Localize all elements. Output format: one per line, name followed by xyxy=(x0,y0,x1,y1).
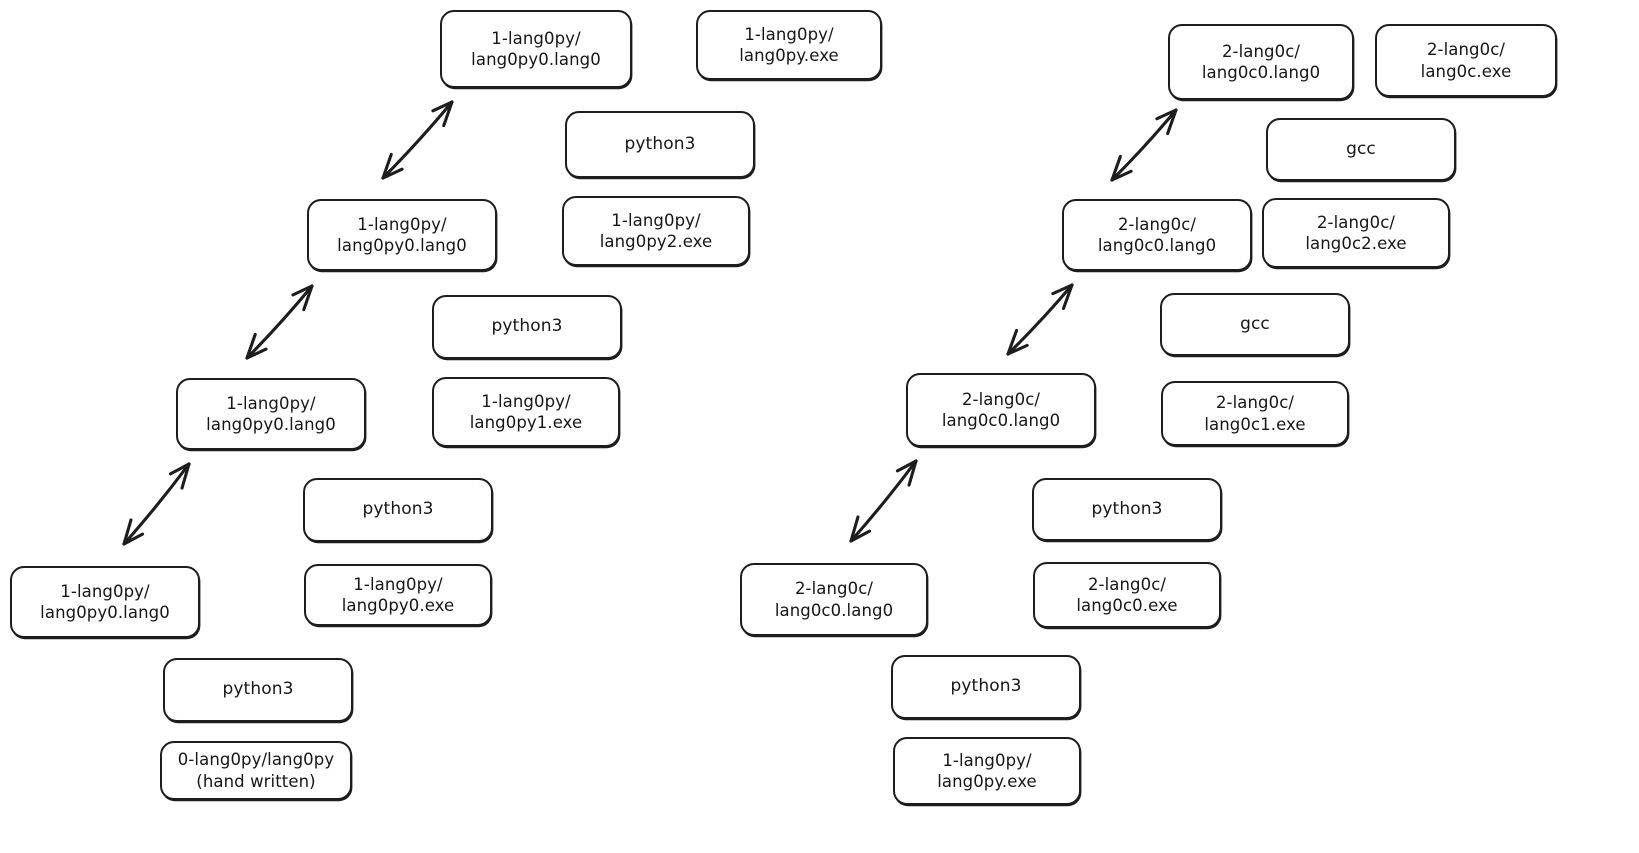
node-l-exe1: 1-lang0py/ lang0py1.exe xyxy=(432,377,620,447)
node-r-tool2: gcc xyxy=(1160,293,1350,356)
arrow-l-arrow-1 xyxy=(122,462,191,546)
node-l-tool3: python3 xyxy=(565,111,755,178)
node-r-exe2: 2-lang0c/ lang0c2.exe xyxy=(1262,198,1450,268)
arrow-r-arrow-3 xyxy=(1110,108,1178,182)
node-r-exe0: 2-lang0c/ lang0c0.exe xyxy=(1033,562,1221,628)
node-l-src3: 1-lang0py/ lang0py0.lang0 xyxy=(440,10,632,88)
node-l-tool1: python3 xyxy=(303,478,493,542)
node-l-tool0: python3 xyxy=(163,658,353,722)
node-r-exe3: 2-lang0c/ lang0c.exe xyxy=(1375,24,1557,97)
node-r-tool3: gcc xyxy=(1266,118,1456,181)
arrow-r-arrow-2 xyxy=(1006,283,1074,356)
node-r-tool1: python3 xyxy=(1032,478,1222,541)
arrow-r-arrow-1 xyxy=(849,459,918,543)
node-l-tool2: python3 xyxy=(432,295,622,359)
node-l-exe0: 1-lang0py/ lang0py0.exe xyxy=(304,564,492,626)
node-r-src1: 2-lang0c/ lang0c0.lang0 xyxy=(906,373,1096,447)
node-r-tool0: python3 xyxy=(891,655,1081,719)
node-l-src1: 1-lang0py/ lang0py0.lang0 xyxy=(176,378,366,450)
node-r-exe1: 2-lang0c/ lang0c1.exe xyxy=(1161,381,1349,446)
node-r-src0: 2-lang0c/ lang0c0.lang0 xyxy=(740,563,928,636)
node-r-src2: 2-lang0c/ lang0c0.lang0 xyxy=(1062,199,1252,271)
arrow-l-arrow-2 xyxy=(245,284,314,360)
node-r-src3: 2-lang0c/ lang0c0.lang0 xyxy=(1168,24,1354,100)
node-l-exe3: 1-lang0py/ lang0py.exe xyxy=(696,10,882,80)
node-l-hand: 0-lang0py/lang0py (hand written) xyxy=(160,741,352,800)
node-l-exe2: 1-lang0py/ lang0py2.exe xyxy=(562,196,750,266)
arrow-l-arrow-3 xyxy=(381,100,454,180)
node-l-src0: 1-lang0py/ lang0py0.lang0 xyxy=(10,566,200,638)
node-r-base: 1-lang0py/ lang0py.exe xyxy=(893,737,1081,805)
node-l-src2: 1-lang0py/ lang0py0.lang0 xyxy=(307,199,497,271)
